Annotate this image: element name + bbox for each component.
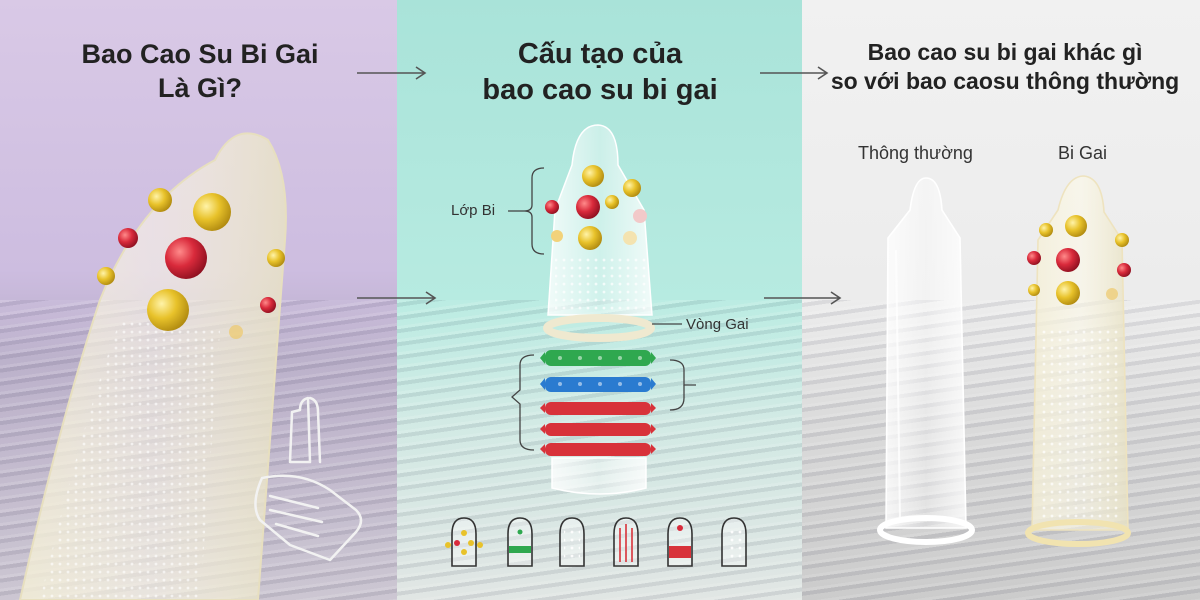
label-spiked: Bi Gai <box>1058 143 1108 163</box>
arrow-right-icon <box>357 66 842 305</box>
variant-icon <box>613 517 639 567</box>
variant-icon <box>559 517 585 567</box>
hand-icon <box>254 396 363 562</box>
label-normal: Thông thường <box>858 143 973 163</box>
spiked-rings <box>540 350 656 456</box>
variant-icon <box>721 517 747 567</box>
title-line: so với bao caosu thông thường <box>830 67 1180 94</box>
title-what-is: Bao Cao Su Bi Gai Là Gì? <box>60 38 340 106</box>
label-spike-ring: Vòng Gai <box>686 316 749 333</box>
title-structure: Cấu tạo của bao cao su bi gai <box>460 36 740 109</box>
title-line: Cấu tạo của <box>517 38 683 70</box>
title-comparison: Bao cao su bi gai khác gì so với bao cao… <box>820 38 1190 96</box>
variant-icon <box>507 517 533 567</box>
variant-icon <box>445 517 483 567</box>
title-line: Bao cao su bi gai khác gì <box>867 39 1143 65</box>
label-bead-layer: Lớp Bi <box>451 202 496 219</box>
title-line: bao cao su bi gai <box>482 74 718 107</box>
normal-condom <box>877 177 975 545</box>
wood-background <box>802 300 1200 600</box>
structure-diagram <box>508 124 696 495</box>
spiked-condom <box>1025 175 1131 547</box>
variant-icons <box>445 517 747 567</box>
panel-comparison <box>802 0 1200 600</box>
title-line: Bao Cao Su Bi Gai <box>81 39 319 69</box>
spiked-condom-photo <box>18 132 287 600</box>
title-line: Là Gì? <box>157 72 242 103</box>
variant-icon <box>667 517 693 567</box>
